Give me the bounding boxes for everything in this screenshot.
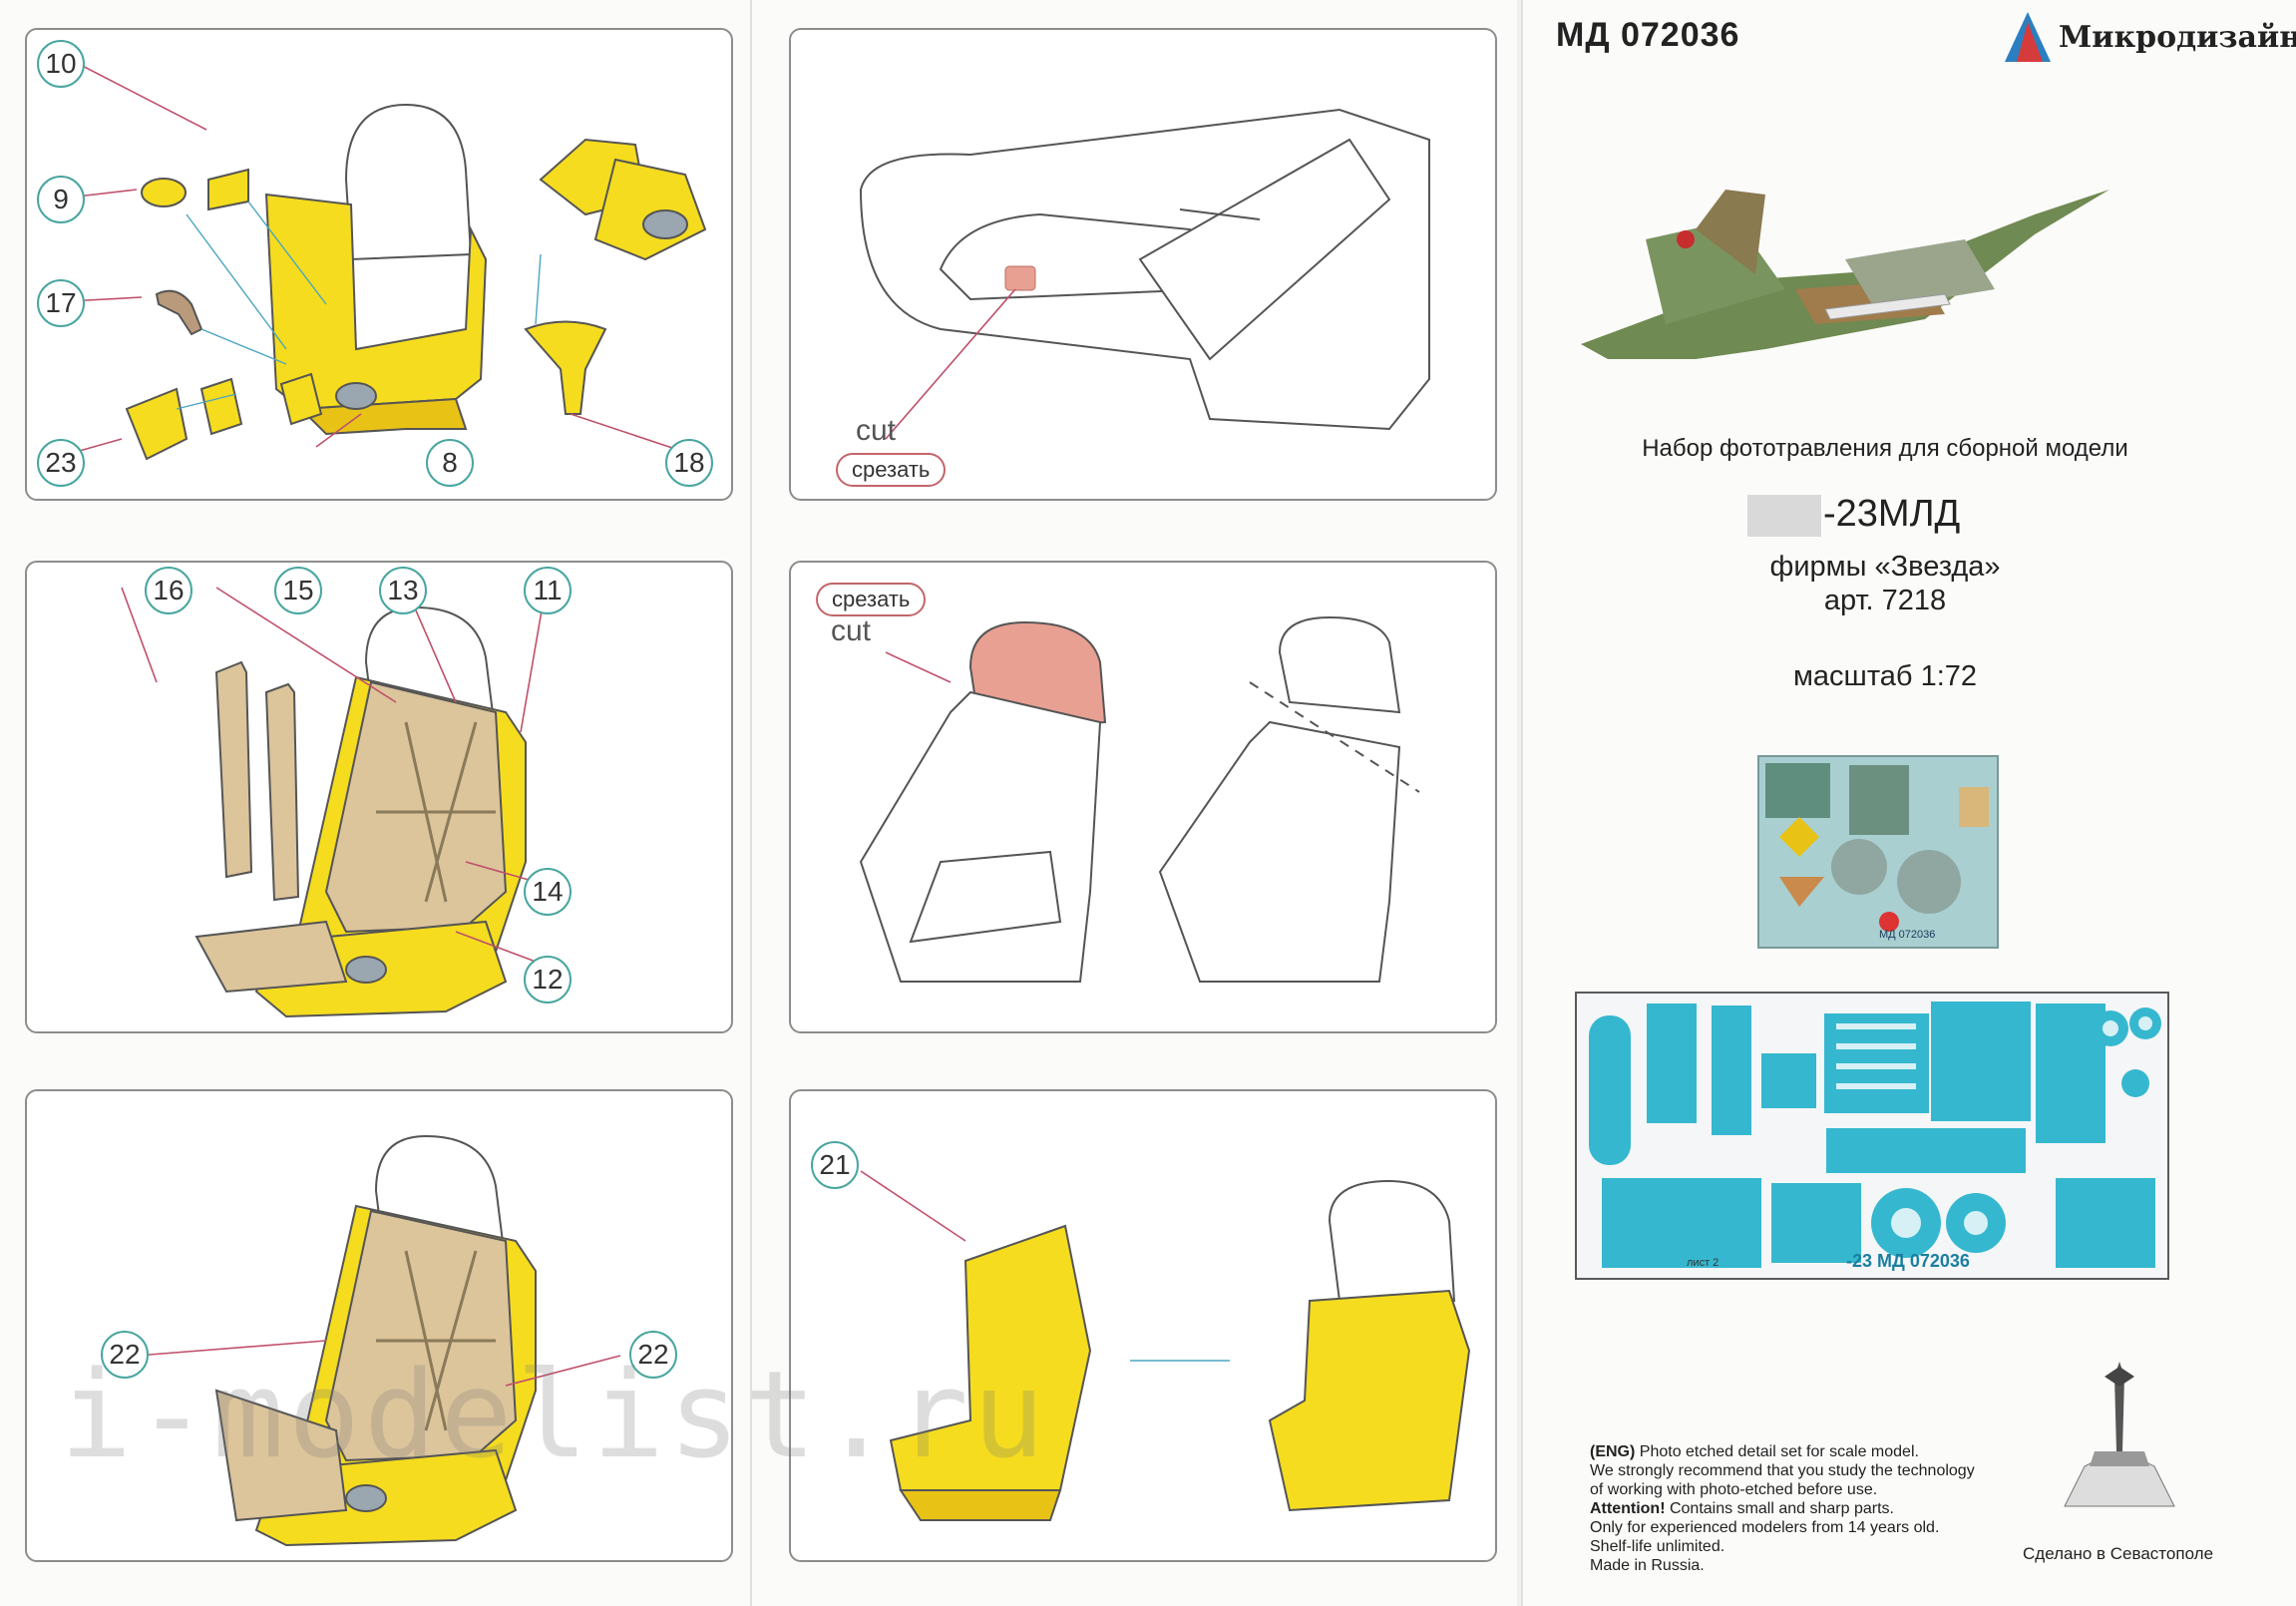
- callout-21: 21: [811, 1141, 859, 1189]
- callout-17: 17: [37, 279, 85, 327]
- large-fret-preview: лист 2 -23 МД 072036: [1575, 992, 2169, 1280]
- model-maker: фирмы «Звезда»: [1769, 551, 2001, 583]
- callout-22-right: 22: [629, 1331, 677, 1379]
- step5-panel: срезать cut: [789, 561, 1497, 1033]
- brand-logo: Микродизайн: [2005, 12, 2296, 62]
- step3-panel: 22 22: [25, 1089, 733, 1562]
- note-line7: Made in Russia.: [1590, 1557, 1705, 1574]
- note-line5: Only for experienced modelers from 14 ye…: [1590, 1519, 1940, 1536]
- callout-23: 23: [37, 439, 85, 487]
- brand-logo-icon: [2005, 12, 2051, 62]
- step4-panel: cut срезать: [789, 28, 1497, 501]
- callout-11: 11: [524, 567, 572, 614]
- fold-line: [750, 0, 752, 1606]
- catalog-number: МД 072036: [1556, 16, 1740, 54]
- seat-assembly-illustration: [66, 57, 707, 461]
- cut-label-en: cut: [856, 414, 897, 447]
- note-line6: Shelf-life unlimited.: [1590, 1538, 1725, 1555]
- fold-line: [1521, 0, 1523, 1606]
- step6-panel: 21: [789, 1089, 1497, 1562]
- note-line1: Photo etched detail set for scale model.: [1635, 1443, 1919, 1460]
- model-name: -23МЛД: [1823, 493, 1961, 535]
- product-description: Набор фототравления для сборной модели: [1642, 435, 2128, 462]
- eng-tag: (ENG): [1590, 1443, 1636, 1460]
- cut-label-ru: срезать: [816, 583, 927, 616]
- large-fret-art: [1589, 1002, 2161, 1268]
- model-article: арт. 7218: [1823, 585, 1947, 616]
- note-line4: Contains small and sharp parts.: [1665, 1500, 1894, 1517]
- aircraft-illustration: [1581, 190, 2109, 359]
- headrest-cut-illustration: [859, 615, 1420, 983]
- english-notes: (ENG) Photo etched detail set for scale …: [1590, 1442, 2029, 1575]
- note-line2: We strongly recommend that you study the…: [1590, 1462, 1975, 1479]
- cockpit-nose-illustration: [859, 108, 1430, 440]
- callout-12: 12: [524, 956, 572, 1004]
- model-scale: масштаб 1:72: [1792, 660, 1978, 692]
- cut-label-ru: срезать: [836, 453, 947, 487]
- callout-16: 16: [145, 567, 192, 614]
- note-line3: of working with photo-etched before use.: [1590, 1481, 1878, 1498]
- callout-13: 13: [379, 567, 427, 614]
- small-fret-preview: МД 072036: [1757, 755, 1999, 949]
- callout-22-left: 22: [101, 1331, 149, 1379]
- made-in-sevastopol: Сделано в Севастополе: [2023, 1544, 2214, 1563]
- cut-label-en: cut: [831, 614, 872, 647]
- watermark: i-modelist.ru: [60, 1347, 1049, 1485]
- finished-seat-illustration: [136, 1134, 621, 1547]
- callout-14: 14: [524, 868, 572, 916]
- large-fret-code: -23 МД 072036: [1846, 1251, 1970, 1271]
- monument-icon: [2064, 1362, 2175, 1507]
- large-fret-sheet-note: лист 2: [1687, 1257, 1720, 1269]
- small-fret-art: [1765, 763, 1989, 932]
- redacted-box: [1747, 495, 1821, 537]
- attention-label: Attention!: [1590, 1500, 1666, 1517]
- side-panel-illustration: [860, 1170, 1471, 1521]
- callout-18: 18: [665, 439, 713, 487]
- callout-10: 10: [37, 40, 85, 88]
- callout-15: 15: [274, 567, 322, 614]
- step1-panel: 10 9 17 23 8 18: [25, 28, 733, 501]
- callout-9: 9: [37, 176, 85, 223]
- callout-8: 8: [426, 439, 474, 487]
- harness-assembly-illustration: [121, 587, 547, 1018]
- small-fret-code: МД 072036: [1879, 929, 1936, 941]
- brand-name: Микродизайн: [2059, 20, 2296, 55]
- step2-panel: 16 15 13 11 14 12: [25, 561, 733, 1033]
